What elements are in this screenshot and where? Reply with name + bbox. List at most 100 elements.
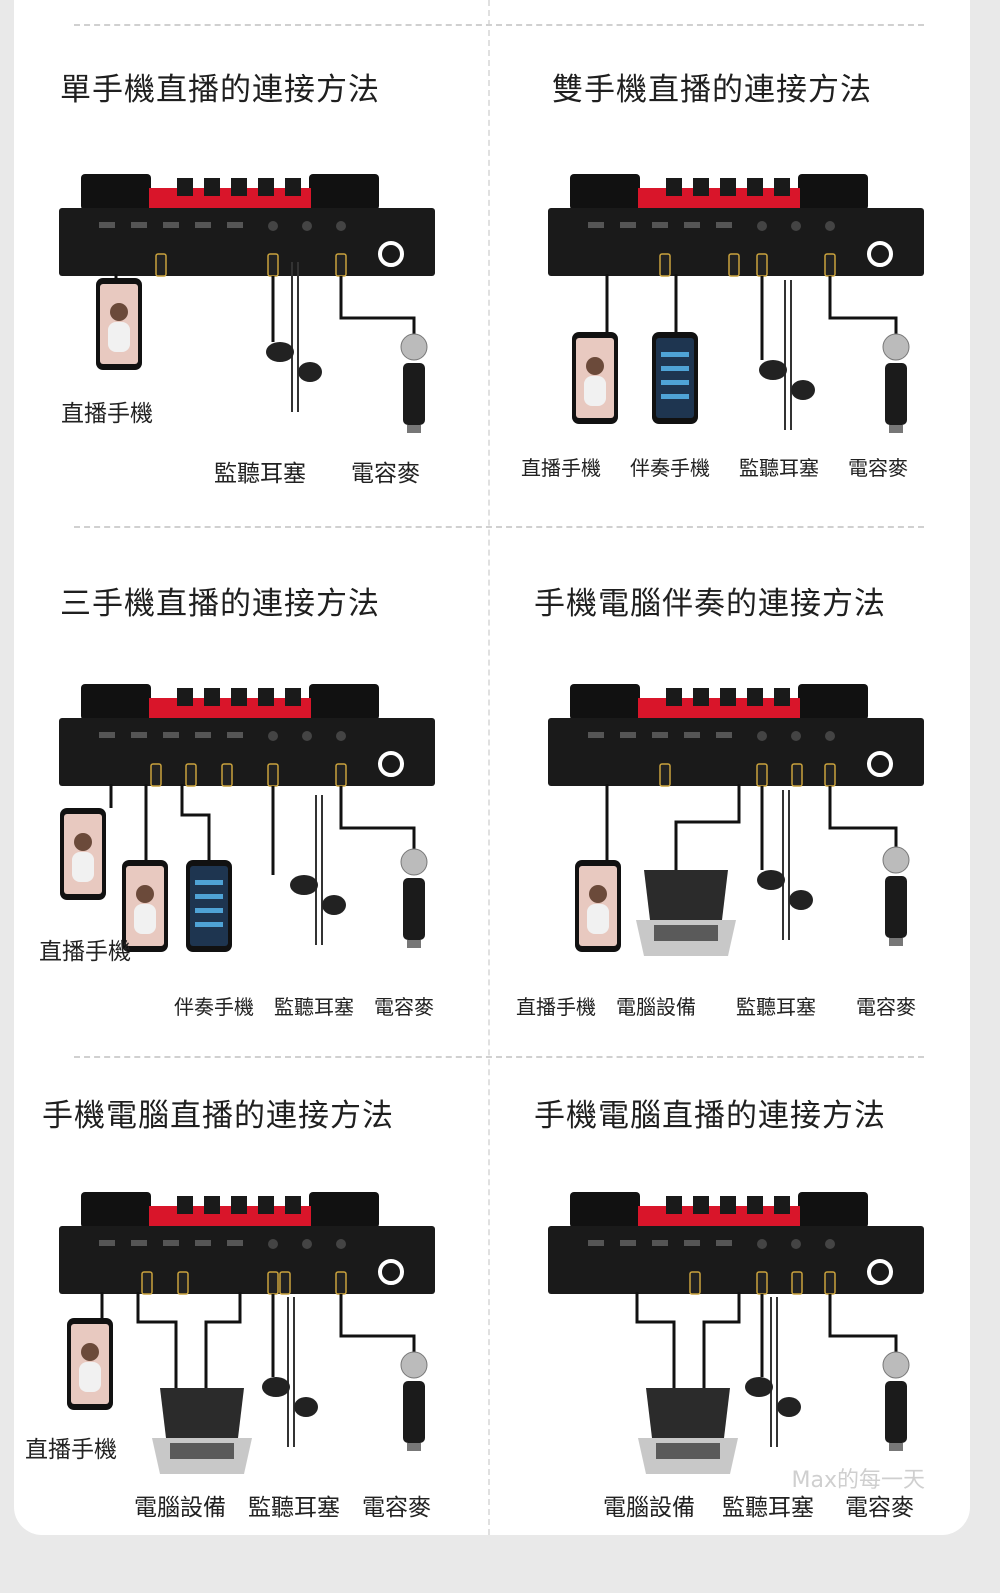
cable-plug (221, 763, 233, 787)
phone-screen (190, 866, 228, 946)
portrait-head (136, 885, 154, 903)
knob (309, 174, 379, 210)
cable-plug (185, 763, 197, 787)
caption-backing-phone: 伴奏手機 (174, 995, 254, 1019)
slider-knob (747, 688, 763, 706)
caption-live-phone: 直播手機 (516, 995, 596, 1019)
cable (180, 784, 211, 860)
live-phone-icon (67, 1318, 113, 1410)
cable-plug (824, 253, 836, 277)
caption-microphone: 電容麥 (845, 1495, 914, 1521)
jack (825, 1239, 835, 1249)
port (163, 732, 179, 738)
cable-plug (756, 1271, 768, 1295)
laptop-icon (152, 1388, 252, 1474)
slider-knob (204, 1196, 220, 1214)
cable-plug (756, 253, 768, 277)
cable-plug (155, 253, 167, 277)
cable-plug (335, 763, 347, 787)
caption-earphones: 監聽耳塞 (248, 1495, 340, 1521)
port (131, 222, 147, 228)
slider-knob (693, 688, 709, 706)
mic-body (403, 878, 425, 940)
earbud (757, 870, 785, 890)
caption-backing-phone: 伴奏手機 (630, 456, 710, 480)
cable (674, 784, 741, 870)
microphone-icon (882, 1351, 910, 1451)
earphones-icon (757, 790, 813, 940)
jack (791, 221, 801, 231)
port (716, 1240, 732, 1246)
panel-title: 單手機直播的連接方法 (60, 72, 380, 108)
caption-earphones: 監聽耳塞 (214, 461, 306, 487)
slider-knob (666, 1196, 682, 1214)
panel-title: 手機電腦直播的連接方法 (534, 1098, 886, 1134)
jack (268, 731, 278, 741)
connection-diagram (59, 684, 435, 952)
jack (268, 221, 278, 231)
mic-base (889, 425, 903, 433)
jack (791, 731, 801, 741)
slider-knob (231, 178, 247, 196)
earbud (262, 1377, 290, 1397)
mic-head (882, 846, 910, 874)
microphone-icon (882, 846, 910, 946)
row-divider (74, 24, 924, 26)
laptop-keyboard (170, 1443, 234, 1459)
mic-input (867, 241, 893, 267)
live-phone-icon (572, 332, 618, 424)
card-body (59, 1226, 435, 1294)
laptop-screen (646, 1388, 730, 1438)
live-phone-icon (96, 278, 142, 370)
mic-body (403, 1381, 425, 1443)
caption-earphones: 監聽耳塞 (739, 456, 819, 480)
port (131, 1240, 147, 1246)
mic-body (403, 363, 425, 425)
port (652, 1240, 668, 1246)
port (684, 732, 700, 738)
slider-knob (285, 688, 301, 706)
earphones-icon (290, 795, 346, 945)
slider-knob (774, 1196, 790, 1214)
connection-diagram (59, 1192, 435, 1474)
laptop-keyboard (654, 925, 718, 941)
live-phone-icon (122, 860, 168, 952)
slider-knob (204, 178, 220, 196)
phone-screen (656, 338, 694, 418)
mic-base (407, 940, 421, 948)
caption-live-phone: 直播手機 (25, 1437, 117, 1463)
port (227, 732, 243, 738)
cable-plug (824, 1271, 836, 1295)
app-row (195, 908, 223, 913)
knob (798, 1192, 868, 1228)
card-body (59, 208, 435, 276)
jack (268, 1239, 278, 1249)
jack (336, 731, 346, 741)
earbud (290, 875, 318, 895)
port (588, 1240, 604, 1246)
port (620, 1240, 636, 1246)
knob (309, 1192, 379, 1228)
earphones-icon (745, 1297, 801, 1447)
caption-computer: 電腦設備 (134, 1495, 226, 1521)
mic-body (885, 1381, 907, 1443)
cable-plug (659, 763, 671, 787)
earbud (777, 1397, 801, 1417)
port (195, 732, 211, 738)
portrait-body (79, 1362, 101, 1392)
panel-title: 手機電腦直播的連接方法 (42, 1098, 394, 1134)
watermark: Max的每一天 (791, 1468, 925, 1493)
panel-title: 三手機直播的連接方法 (60, 586, 380, 622)
cable-plug (791, 1271, 803, 1295)
slider-knob (720, 688, 736, 706)
earbud (791, 380, 815, 400)
caption-microphone: 電容麥 (856, 995, 916, 1019)
port (588, 732, 604, 738)
port (195, 222, 211, 228)
slider-knob (720, 1196, 736, 1214)
sound-card (59, 174, 435, 276)
slider-knob (177, 178, 193, 196)
slider-knob (774, 688, 790, 706)
port (652, 732, 668, 738)
port (99, 732, 115, 738)
